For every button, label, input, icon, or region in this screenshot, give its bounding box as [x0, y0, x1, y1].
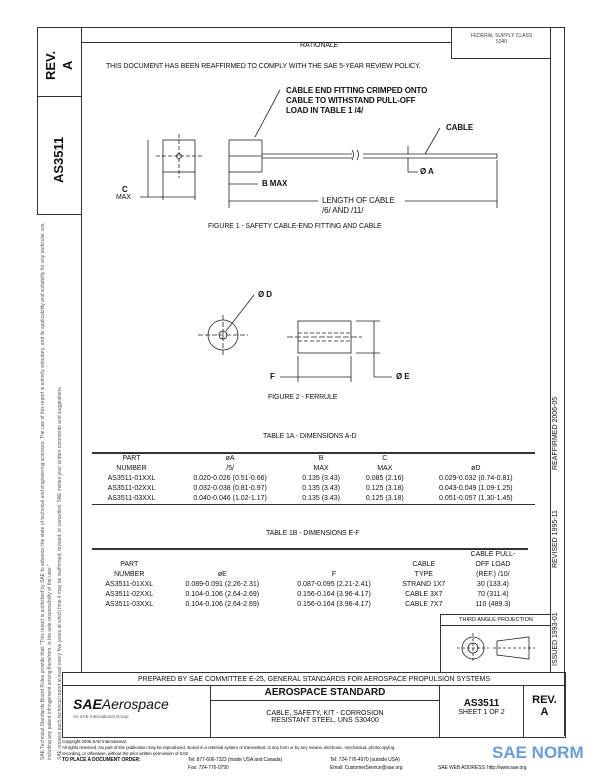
- c-max-label: MAX: [116, 194, 131, 201]
- table1a-header: øA/5/: [225, 455, 235, 472]
- c-label: C: [122, 185, 128, 194]
- standard-type: AEROSPACE STANDARD: [211, 686, 439, 701]
- doc-title-line2: RESISTANT STEEL, UNS S30400: [271, 717, 379, 724]
- email-link[interactable]: Email: CustomerService@sae.org: [330, 765, 403, 771]
- copyright: Copyright 2006 SAE International: [62, 739, 126, 744]
- table1a-title: TABLE 1A - DIMENSIONS A-D: [263, 433, 357, 440]
- callout-line3: LOAD IN TABLE 1 /4/: [286, 106, 364, 115]
- projection-symbol: [457, 633, 535, 663]
- doc-number: AS3511: [463, 698, 500, 709]
- supply-class-box: FEDERAL SUPPLY CLASS 5340: [451, 27, 551, 59]
- b-max-label: B MAX: [262, 179, 288, 188]
- figure2-drawing: [198, 294, 392, 382]
- callout-line2: CABLE TO WITHSTAND PULL-OFF: [286, 96, 416, 105]
- dia-e-label: Ø E: [396, 372, 410, 381]
- table1b-header: øE: [217, 571, 227, 578]
- rationale-text: THIS DOCUMENT HAS BEEN REAFFIRMED TO COM…: [106, 63, 421, 70]
- web-link[interactable]: SAE WEB ADDRESS: http://www.sae.org: [438, 765, 527, 771]
- dia-d-label: Ø D: [258, 290, 272, 299]
- tel-intl: Tel: 724-776-4970 (outside USA): [330, 757, 400, 763]
- issued-date: ISSUED 1993-01: [552, 612, 559, 666]
- frame-top: [37, 27, 565, 28]
- tel-us: Tel: 877-606-7323 (inside USA and Canada…: [188, 757, 283, 763]
- table1b-title: TABLE 1B - DIMENSIONS E-F: [266, 530, 360, 537]
- table1a-header: øD: [471, 465, 481, 472]
- projection-label: THIRD ANGLE PROJECTION: [441, 615, 551, 626]
- rights-line1: All rights reserved. No part of this pub…: [62, 745, 396, 750]
- callout-line1: CABLE END FITTING CRIMPED ONTO: [286, 86, 428, 95]
- title-block: SAEAerospace An SAE International Group …: [62, 685, 566, 738]
- sae-logo: SAEAerospace An SAE International Group: [63, 686, 211, 737]
- header-line: [81, 42, 451, 43]
- supply-class-line2: 5340: [495, 39, 508, 45]
- rev-box-bottom: [37, 96, 81, 97]
- fax: Fax: 724-776-0790: [188, 765, 229, 771]
- title-cell: AEROSPACE STANDARD CABLE, SAFETY, KIT - …: [211, 686, 440, 737]
- rights-line2: recording, or otherwise, without the pri…: [62, 751, 190, 756]
- length-line1: LENGTH OF CABLE: [322, 196, 395, 205]
- prepared-by-text: PREPARED BY SAE COMMITTEE E-25, GENERAL …: [137, 676, 491, 683]
- section-title: RATIONALE: [300, 42, 339, 49]
- revised-date: REVISED 1995-11: [552, 510, 559, 568]
- table1b-header: F: [331, 571, 337, 578]
- figure1-caption: FIGURE 1 - SAFETY CABLE-END FITTING AND …: [208, 223, 382, 230]
- length-line2: /6/ AND /11/: [322, 206, 364, 215]
- projection-box: THIRD ANGLE PROJECTION: [440, 614, 551, 673]
- figure2-caption: FIGURE 2 - FERRULE: [268, 394, 338, 401]
- cable-label: CABLE: [446, 123, 474, 132]
- order-label: TO PLACE A DOCUMENT ORDER:: [62, 757, 141, 763]
- dia-a-label: Ø A: [420, 167, 434, 176]
- prepared-by-row: PREPARED BY SAE COMMITTEE E-25, GENERAL …: [62, 672, 566, 686]
- doc-title-line1: CABLE, SAFETY, KIT - CORROSION: [266, 710, 384, 717]
- f-label: F: [270, 372, 275, 381]
- frame-left: [37, 27, 38, 215]
- frame-body-left: [81, 27, 82, 672]
- docno-box-bottom: [37, 214, 81, 215]
- rev-value: A: [540, 706, 549, 718]
- supply-class-line1: FEDERAL SUPPLY CLASS: [470, 33, 533, 39]
- rev-cell: REV. A: [524, 686, 565, 737]
- logo-aerospace: Aerospace: [101, 696, 169, 712]
- frame-right: [564, 27, 565, 736]
- frame-right-inner: [550, 27, 551, 672]
- figure1-drawing: [140, 89, 498, 208]
- logo-tagline: An SAE International Group: [73, 714, 129, 719]
- table1b-header: CABLE PULL-OFF LOAD(REF.) /10/: [470, 551, 516, 578]
- sae-norm-watermark: SAE NORM: [492, 743, 584, 762]
- docno-cell: AS3511 SHEET 1 OF 2: [440, 686, 524, 737]
- logo-sae: SAE: [73, 696, 102, 712]
- sheet-number: SHEET 1 OF 2: [458, 709, 505, 716]
- rev-label: REV.: [532, 694, 557, 706]
